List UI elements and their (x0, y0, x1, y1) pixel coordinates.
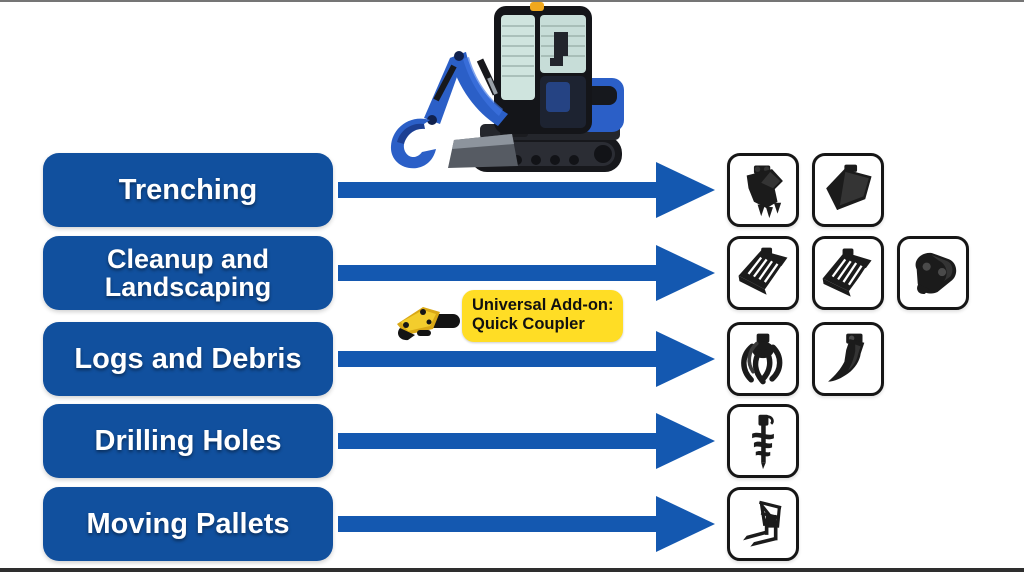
excavator-cab (494, 2, 592, 134)
pallet-forks-icon (743, 500, 782, 547)
mini-excavator-image (390, 2, 624, 172)
trenching-bucket-icon (746, 165, 783, 219)
row-trenching: Trenching (0, 153, 1024, 227)
quick-coupler-callout-box: Universal Add-on: Quick Coupler (462, 290, 623, 342)
label-text: Logs and Debris (74, 342, 302, 375)
row-cleanup-landscaping: Cleanup and Landscaping (0, 236, 1024, 310)
attachments-trenching (727, 153, 884, 227)
row-logs-debris: Logs and Debris (0, 322, 1024, 396)
attachment-tile (897, 236, 969, 310)
label-trenching: Trenching (43, 153, 333, 227)
label-text: Trenching (118, 173, 258, 206)
tilt-quick-coupler-icon (915, 252, 957, 294)
bottom-edge-line (0, 568, 1024, 572)
attachment-tile (727, 236, 799, 310)
excavator-bucket (390, 118, 436, 169)
ripper-tooth-icon (828, 333, 865, 382)
label-text: Moving Pallets (86, 507, 290, 540)
excavator-beacon (530, 2, 544, 11)
auger-drill-icon (752, 414, 774, 470)
callout-line1: Universal Add-on: (472, 296, 614, 314)
attachment-tile (727, 153, 799, 227)
attachments-cleanup (727, 236, 969, 310)
attachment-tile (727, 487, 799, 561)
skeleton-bucket-icon (822, 248, 872, 297)
attachment-tile (727, 404, 799, 478)
arrow-logs-debris (338, 331, 715, 387)
skeleton-bucket-icon (738, 247, 788, 295)
attachment-tile (727, 322, 799, 396)
arrow-trenching (338, 162, 715, 218)
arrow-moving-pallets (338, 496, 715, 552)
quick-coupler-image (397, 307, 460, 341)
row-drilling-holes: Drilling Holes (0, 404, 1024, 478)
top-edge-line (0, 0, 1024, 2)
attachment-tile (812, 236, 884, 310)
label-text: Cleanup and Landscaping (104, 243, 272, 302)
attachments-logs-debris (727, 322, 884, 396)
attachment-tile (812, 153, 884, 227)
callout-line2: Quick Coupler (472, 315, 585, 334)
row-moving-pallets: Moving Pallets (0, 487, 1024, 561)
attachments-moving-pallets (727, 487, 799, 561)
excavator-boom-arm (390, 51, 508, 169)
arrow-cleanup-landscaping (338, 245, 715, 301)
label-cleanup-landscaping: Cleanup and Landscaping (43, 236, 333, 310)
label-moving-pallets: Moving Pallets (43, 487, 333, 561)
label-text: Drilling Holes (94, 424, 282, 457)
log-grapple-icon (741, 333, 783, 385)
attachments-drilling (727, 404, 799, 478)
attachment-tile (812, 322, 884, 396)
grading-bucket-icon (826, 164, 872, 210)
label-drilling-holes: Drilling Holes (43, 404, 333, 478)
arrow-drilling-holes (338, 413, 715, 469)
label-logs-debris: Logs and Debris (43, 322, 333, 396)
quick-coupler-callout: Universal Add-on: Quick Coupler (393, 290, 633, 345)
